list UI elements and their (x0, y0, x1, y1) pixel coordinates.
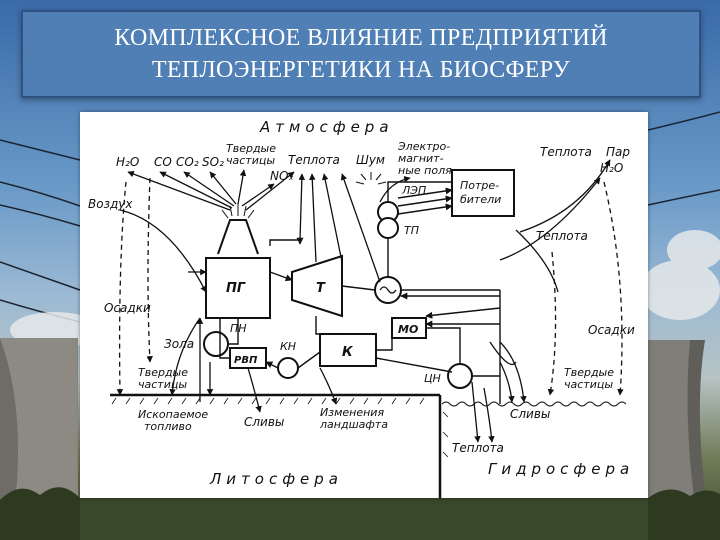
circulation-pump-label: ЦН (424, 372, 441, 385)
power-line-label: ЛЭП (401, 184, 426, 197)
turbine-label: Т (316, 281, 326, 296)
bottom-arrows (196, 317, 338, 413)
left-arrows (119, 209, 214, 396)
right-dashed-arrows (547, 181, 624, 396)
right-solid-label-1: Твердые (564, 366, 614, 379)
steam-generator-label: ПГ (226, 281, 246, 296)
right-heat-top-label: Теплота (540, 145, 592, 159)
treeline (0, 487, 720, 540)
slide-title-box: КОМПЛЕКСНОЕ ВЛИЯНИЕ ПРЕДПРИЯТИЙ ТЕПЛОЭНЕ… (21, 10, 701, 98)
emission-solid-label-2: частицы (226, 154, 275, 167)
right-steam-label: Пар (606, 145, 630, 159)
bottom-discharges-label: Сливы (244, 415, 284, 429)
oil-cooler-label: МО (398, 323, 418, 336)
left-precip-label: Осадки (104, 301, 151, 315)
emission-noise-label: Шум (356, 153, 385, 167)
left-solid-label-1: Твердые (138, 366, 188, 379)
emission-solid-label-1: Твердые (226, 142, 276, 155)
noise-rays-icon (355, 172, 387, 185)
landscape-label-2: ландшафта (319, 418, 388, 431)
hydrosphere-label: Гидросфера (488, 460, 634, 478)
emission-co-label: CO (154, 155, 172, 169)
diagram-panel: Атмосфера Литосфера Гидросфера H₂O CO CO… (80, 112, 648, 498)
feed-pump-icon (203, 331, 229, 357)
left-air-label: Воздух (88, 197, 133, 211)
fossil-fuel-label-2: топливо (144, 420, 192, 433)
em-field-label-2: магнит- (398, 152, 444, 165)
generator-wave-icon (379, 286, 397, 294)
right-solid-label-2: частицы (564, 378, 613, 391)
right-precip-label: Осадки (588, 323, 635, 337)
emission-heat-label: Теплота (288, 153, 340, 167)
consumers-label-1: Потре- (460, 179, 499, 192)
emission-so2-label: SO₂ (202, 155, 224, 169)
lithosphere-label: Литосфера (209, 470, 343, 488)
consumers-box (451, 169, 515, 217)
substation-label: ТП (404, 224, 419, 237)
right-arrows (471, 159, 611, 443)
biosphere-impact-diagram: Атмосфера Литосфера Гидросфера H₂O CO CO… (88, 118, 635, 498)
ground-hatching (111, 397, 449, 458)
circulation-pump-icon (447, 363, 473, 389)
right-discharges-label: Сливы (510, 407, 550, 421)
emission-h2o-label: H₂O (116, 155, 139, 169)
right-heat-mid-label: Теплота (536, 229, 588, 243)
turbine-shape (291, 254, 343, 318)
landscape-label-1: Изменения (320, 406, 384, 419)
emission-co2-label: CO₂ (176, 155, 199, 169)
condenser-label: К (342, 345, 354, 360)
chimney (217, 219, 259, 255)
slide-title-line-2: ТЕПЛОЭНЕРГЕТИКИ НА БИОСФЕРУ (151, 57, 571, 83)
water-surface (441, 401, 627, 407)
em-field-label-3: ные поля (398, 164, 452, 177)
transformer-coil-bottom (377, 217, 399, 239)
consumers-label-2: бители (460, 193, 501, 206)
right-h2o-label: H₂O (600, 161, 623, 175)
em-field-label-1: Электро- (397, 140, 450, 153)
condensate-pump-icon (277, 357, 299, 379)
bottom-heat-label: Теплота (452, 441, 504, 455)
emission-arrows (127, 169, 411, 283)
left-dashed-arrows (116, 177, 153, 396)
left-ash-label: Зола (164, 337, 194, 351)
condensate-pump-label: КН (280, 340, 296, 353)
left-solid-label-2: частицы (138, 378, 187, 391)
process-connections (219, 181, 501, 404)
air-heater-label: РВП (234, 355, 258, 366)
cooling-tower-right (648, 340, 712, 540)
ground-line (110, 393, 442, 498)
slide-title-line-1: КОМПЛЕКСНОЕ ВЛИЯНИЕ ПРЕДПРИЯТИЙ (114, 25, 608, 51)
fossil-fuel-label-1: Ископаемое (138, 408, 208, 421)
atmosphere-label: Атмосфера (259, 118, 394, 136)
power-lines (0, 111, 720, 323)
